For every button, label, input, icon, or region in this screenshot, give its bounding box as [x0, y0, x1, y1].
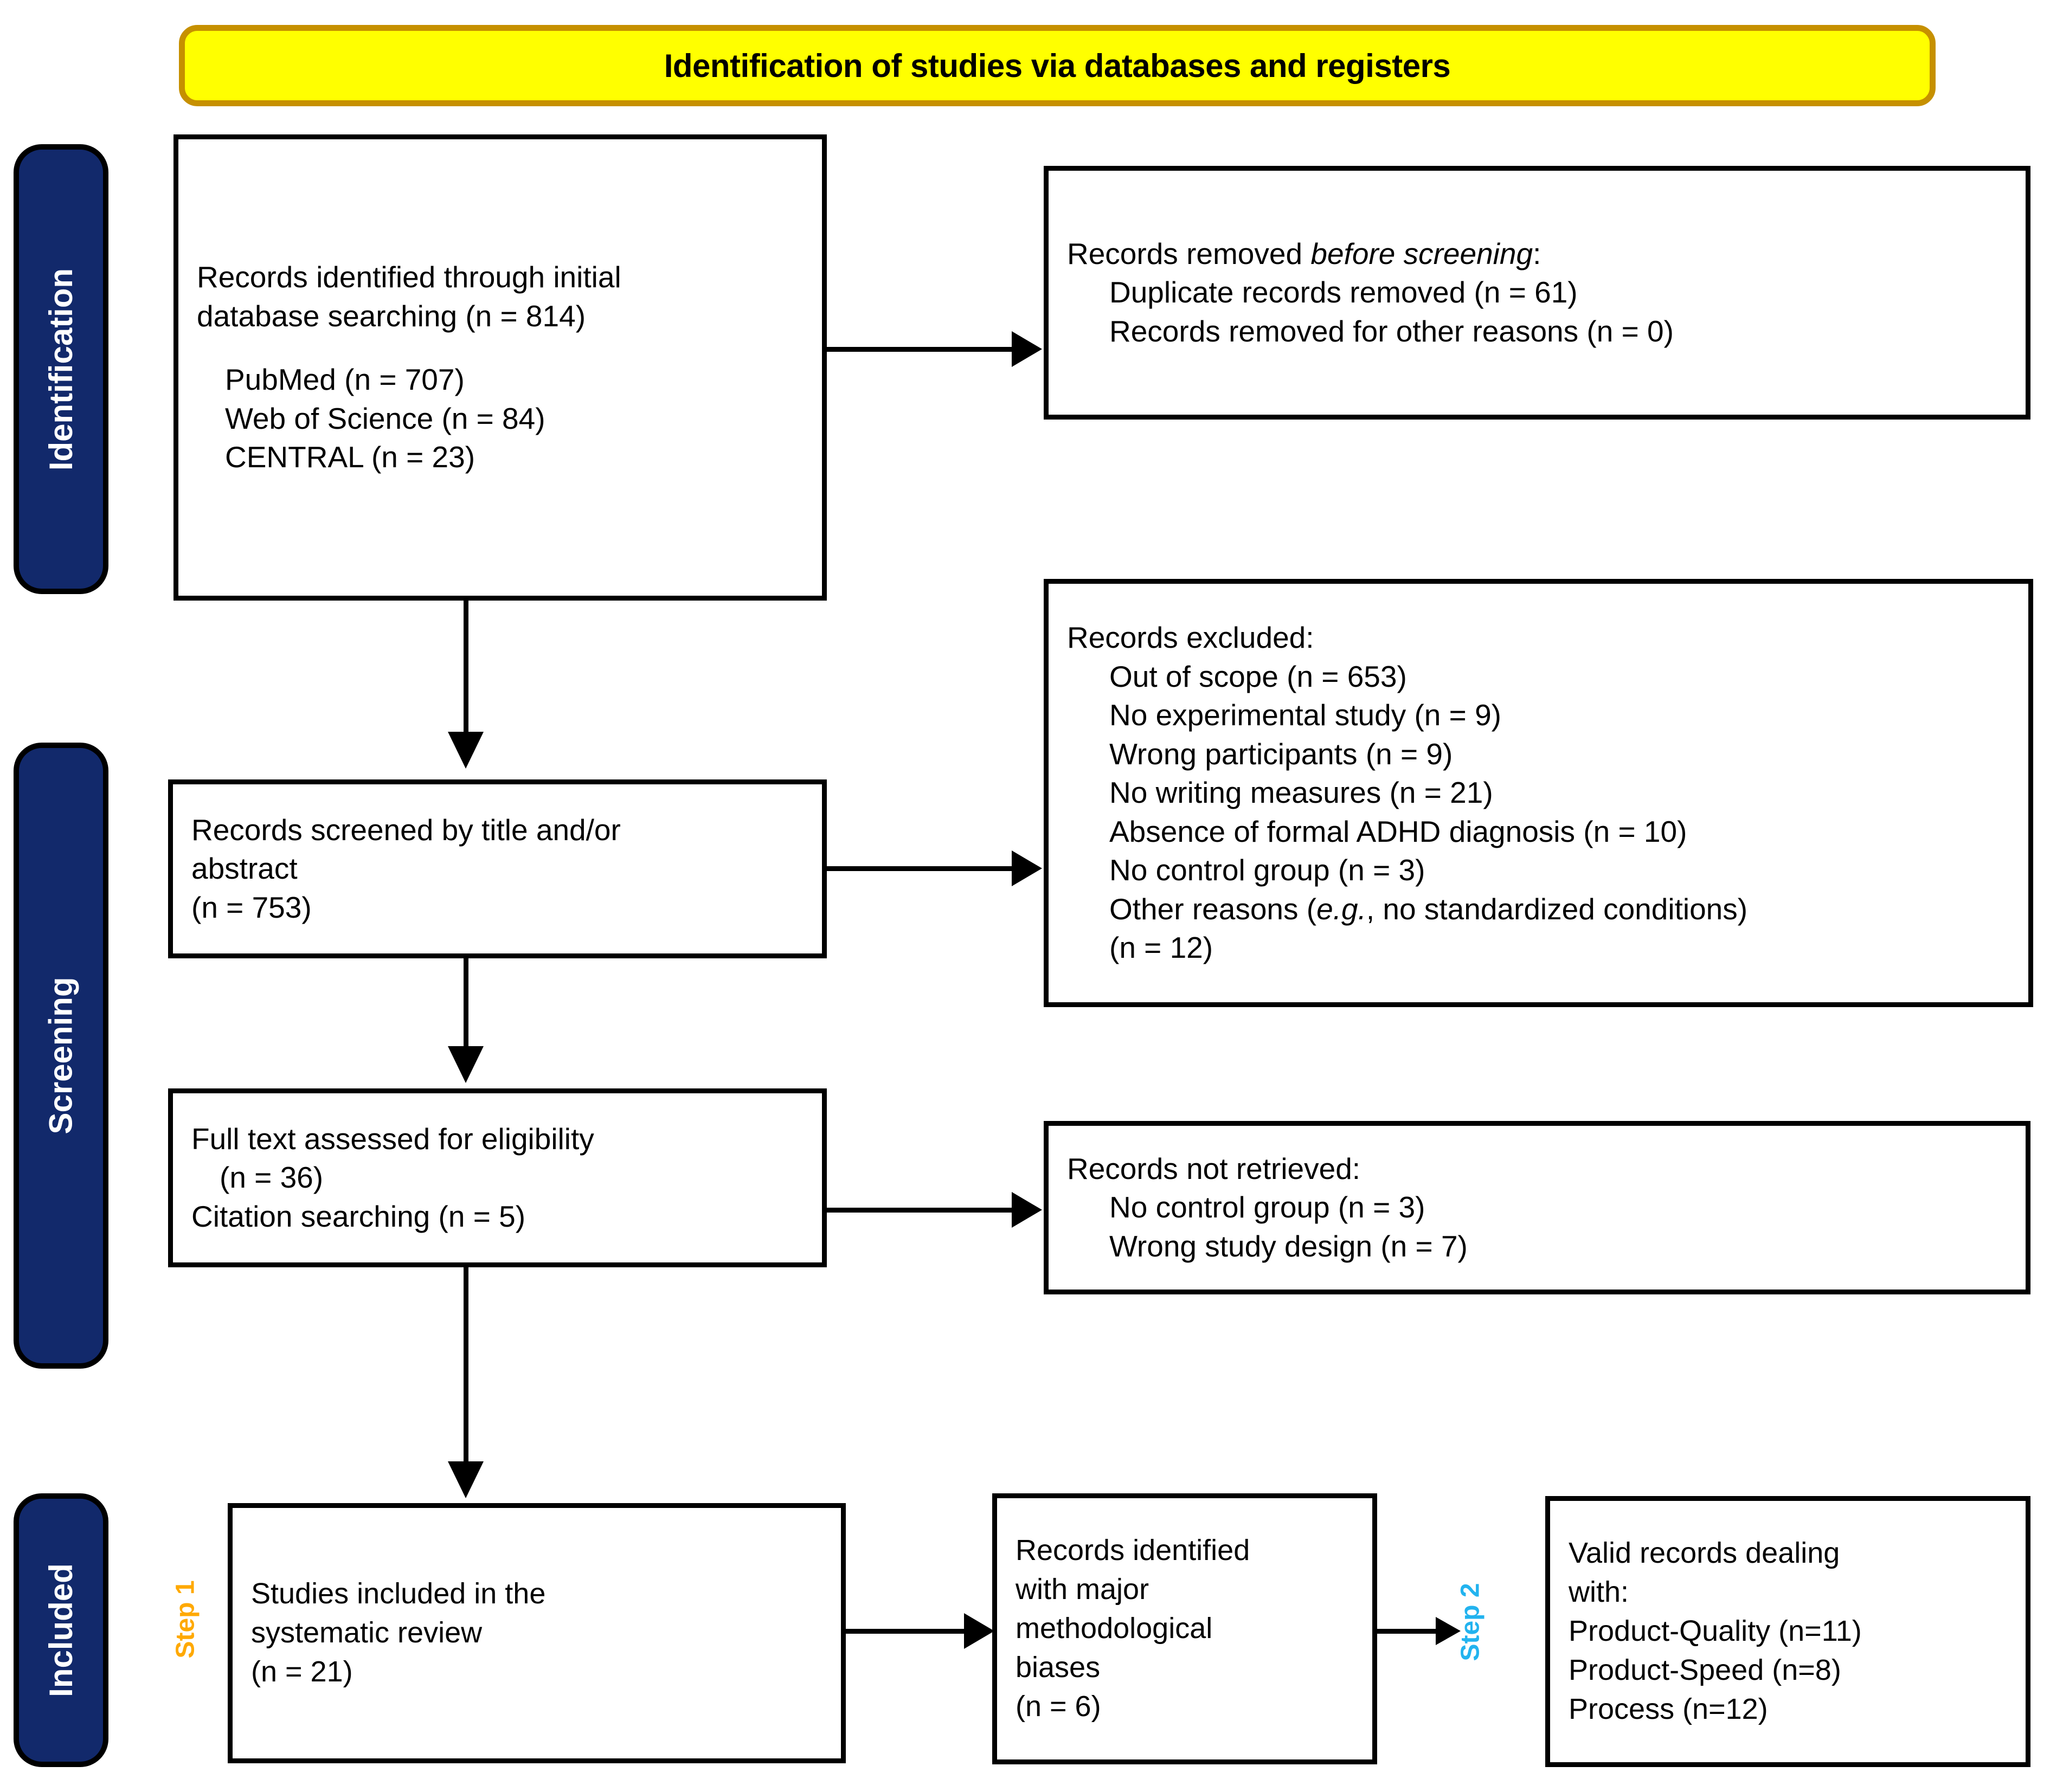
- text-line: (n = 36): [220, 1161, 324, 1195]
- box-records-major-biases: Records identified with major methodolog…: [992, 1493, 1377, 1764]
- arrow-head-right-icon: [1012, 1192, 1042, 1228]
- box-records-screened-text: Records screened by title and/or abstrac…: [173, 811, 822, 927]
- text-line: Valid records dealing: [1569, 1537, 1840, 1570]
- box-records-excluded: Records excluded: Out of scope (n = 653)…: [1044, 579, 2033, 1007]
- text-line: No experimental study (n = 9): [1109, 698, 1501, 732]
- box-studies-included-text: Studies included in the systematic revie…: [233, 1575, 841, 1691]
- text-line: Full text assessed for eligibility: [191, 1121, 594, 1156]
- text-line: Records screened by title and/or: [191, 813, 621, 847]
- text-emphasis: e.g.: [1316, 892, 1366, 926]
- box-full-text-assessed-text: Full text assessed for eligibility (n = …: [173, 1120, 822, 1236]
- box-records-major-biases-text: Records identified with major methodolog…: [997, 1531, 1372, 1726]
- text-line: Citation searching (n = 5): [191, 1199, 526, 1233]
- text-line: No writing measures (n = 21): [1109, 776, 1493, 810]
- box-records-identified: Records identified through initial datab…: [173, 134, 827, 601]
- arrow-shaft: [846, 1629, 965, 1634]
- arrow-shaft: [827, 347, 1014, 352]
- text-line: Records removed before screening:: [1067, 235, 2007, 274]
- text-line: with:: [1569, 1576, 1629, 1609]
- text-line: (n = 753): [191, 890, 312, 924]
- text-fragment: Other reasons (: [1109, 892, 1317, 926]
- text-line: abstract: [191, 852, 298, 886]
- box-valid-records: Valid records dealing with: Product-Qual…: [1545, 1496, 2030, 1767]
- text-line: biases: [1016, 1651, 1101, 1684]
- phase-label-identification: Identification: [43, 268, 79, 470]
- phase-strip-included: Included: [14, 1493, 108, 1767]
- banner-title: Identification of studies via databases …: [664, 47, 1451, 84]
- text-line: with major: [1016, 1573, 1149, 1606]
- arrow-head-down-icon: [448, 732, 484, 769]
- text-line: Studies included in the: [251, 1577, 546, 1610]
- text-line: (n = 12): [1109, 931, 1213, 965]
- box-records-screened: Records screened by title and/or abstrac…: [168, 779, 827, 958]
- arrow-shaft: [827, 866, 1014, 871]
- box-records-not-retrieved: Records not retrieved: No control group …: [1044, 1121, 2030, 1294]
- text-line: Web of Science (n = 84): [225, 401, 545, 435]
- arrow-shaft: [464, 601, 468, 736]
- phase-label-screening: Screening: [43, 977, 80, 1134]
- text-line: No control group (n = 3): [1109, 853, 1425, 887]
- text-line: (n = 21): [251, 1655, 353, 1688]
- text-line: Records identified: [1016, 1534, 1250, 1567]
- box-records-excluded-text: Records excluded: Out of scope (n = 653)…: [1049, 618, 2028, 968]
- phase-strip-screening: Screening: [14, 743, 108, 1369]
- text-line: Records removed for other reasons (n = 0…: [1109, 314, 1674, 348]
- arrow-head-down-icon: [448, 1461, 484, 1498]
- box-records-removed-before-screening: Records removed before screening: Duplic…: [1044, 166, 2030, 420]
- arrow-head-right-icon: [1012, 850, 1042, 886]
- text-line: Records not retrieved:: [1067, 1151, 1361, 1185]
- text-fragment: :: [1533, 236, 1541, 270]
- arrow-head-down-icon: [448, 1046, 484, 1083]
- text-line: Other reasons (e.g., no standardized con…: [1067, 890, 2010, 929]
- arrow-head-right-icon: [1012, 331, 1042, 367]
- text-line: Records identified through initial: [197, 260, 621, 294]
- spacer: [197, 336, 804, 360]
- text-line: Process (n=12): [1569, 1692, 1768, 1725]
- text-fragment: Records removed: [1067, 236, 1311, 270]
- text-line: PubMed (n = 707): [225, 363, 465, 397]
- phase-strip-identification: Identification: [14, 144, 108, 594]
- box-records-identified-text: Records identified through initial datab…: [178, 258, 822, 477]
- text-line: Absence of formal ADHD diagnosis (n = 10…: [1109, 814, 1687, 848]
- phase-label-included: Included: [43, 1563, 79, 1697]
- text-line: CENTRAL (n = 23): [225, 440, 475, 474]
- text-emphasis: before screening: [1310, 236, 1533, 270]
- text-line: Product-Quality (n=11): [1569, 1615, 1862, 1648]
- text-line: database searching (n = 814): [197, 299, 586, 333]
- text-line: Wrong study design (n = 7): [1109, 1229, 1468, 1263]
- box-records-removed-text: Records removed before screening: Duplic…: [1049, 235, 2026, 351]
- text-line: Out of scope (n = 653): [1109, 659, 1407, 693]
- text-line: Duplicate records removed (n = 61): [1109, 275, 1578, 310]
- text-line: methodological: [1016, 1612, 1213, 1645]
- text-line: Wrong participants (n = 9): [1109, 737, 1453, 771]
- box-records-not-retrieved-text: Records not retrieved: No control group …: [1049, 1150, 2026, 1266]
- banner-identification-header: Identification of studies via databases …: [179, 25, 1936, 106]
- arrow-shaft: [464, 958, 468, 1050]
- text-line: (n = 6): [1016, 1690, 1101, 1723]
- arrow-head-right-icon: [964, 1613, 994, 1649]
- box-valid-records-text: Valid records dealing with: Product-Qual…: [1550, 1534, 2026, 1729]
- arrow-head-right-icon: [1436, 1617, 1461, 1645]
- text-line: Records excluded:: [1067, 621, 1314, 655]
- box-studies-included: Studies included in the systematic revie…: [228, 1503, 846, 1763]
- arrow-shaft: [1377, 1629, 1437, 1634]
- step-1-label: Step 1: [171, 1580, 200, 1659]
- box-full-text-assessed: Full text assessed for eligibility (n = …: [168, 1088, 827, 1267]
- text-fragment: , no standardized conditions): [1366, 892, 1748, 926]
- arrow-shaft: [464, 1267, 468, 1465]
- arrow-shaft: [827, 1208, 1014, 1213]
- text-line: No control group (n = 3): [1109, 1190, 1425, 1224]
- text-line: Product-Speed (n=8): [1569, 1653, 1841, 1686]
- text-line: systematic review: [251, 1616, 483, 1649]
